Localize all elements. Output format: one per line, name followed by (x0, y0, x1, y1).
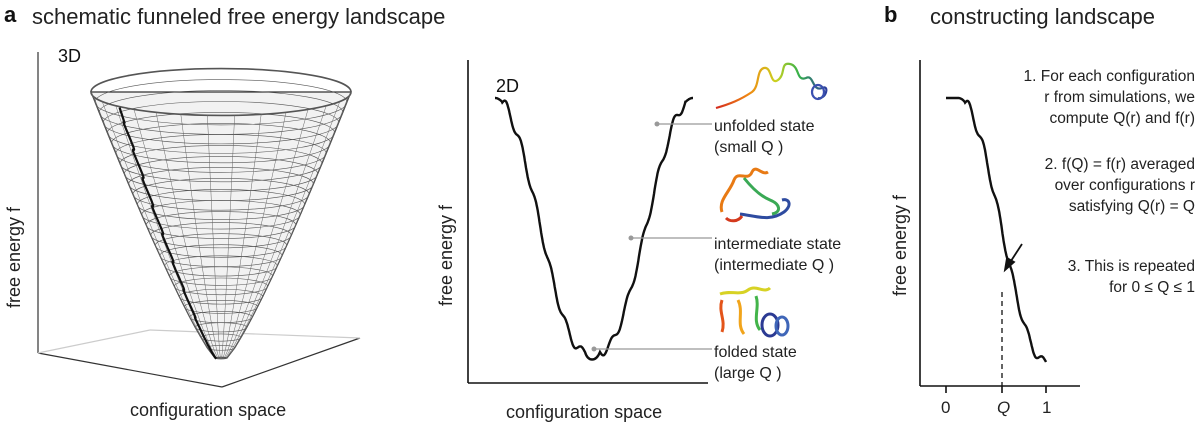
unfolded-state-label: unfolded state(small Q ) (714, 118, 815, 156)
tick-1: 1 (1042, 398, 1052, 417)
folded-point (591, 346, 597, 352)
funnel-profile-line (118, 107, 218, 360)
tick-q: Q (997, 398, 1011, 417)
axes-b (919, 60, 1080, 393)
panel-b-letter: b (884, 2, 898, 27)
unfolded-point (654, 121, 660, 127)
folded-protein-icon (719, 286, 790, 338)
state-leader-lines (594, 123, 712, 350)
step-2-arrow (1003, 243, 1023, 273)
axes-2d (467, 60, 708, 384)
intermediate-point (628, 235, 634, 241)
intermediate-protein-icon (719, 167, 791, 223)
panel-a-title: schematic funneled free energy landscape (32, 4, 446, 29)
intermediate-state-label: intermediate state(intermediate Q ) (714, 236, 842, 274)
panel-b-title: constructing landscape (930, 4, 1156, 29)
tick-0: 0 (941, 398, 951, 417)
x-axis-label-2d: configuration space (506, 402, 663, 422)
label-2d: 2D (496, 76, 520, 96)
folded-state-label: folded state(large Q ) (714, 344, 797, 382)
landscape-curve-2d (495, 96, 693, 361)
x-axis-label-3d: configuration space (130, 400, 287, 420)
landscape-curve-b (946, 96, 1048, 363)
axes-3d (37, 52, 361, 388)
unfolded-protein-icon (715, 62, 828, 110)
funnel-3d (90, 67, 352, 360)
label-3d: 3D (58, 46, 82, 66)
panel-a-letter: a (4, 2, 17, 27)
